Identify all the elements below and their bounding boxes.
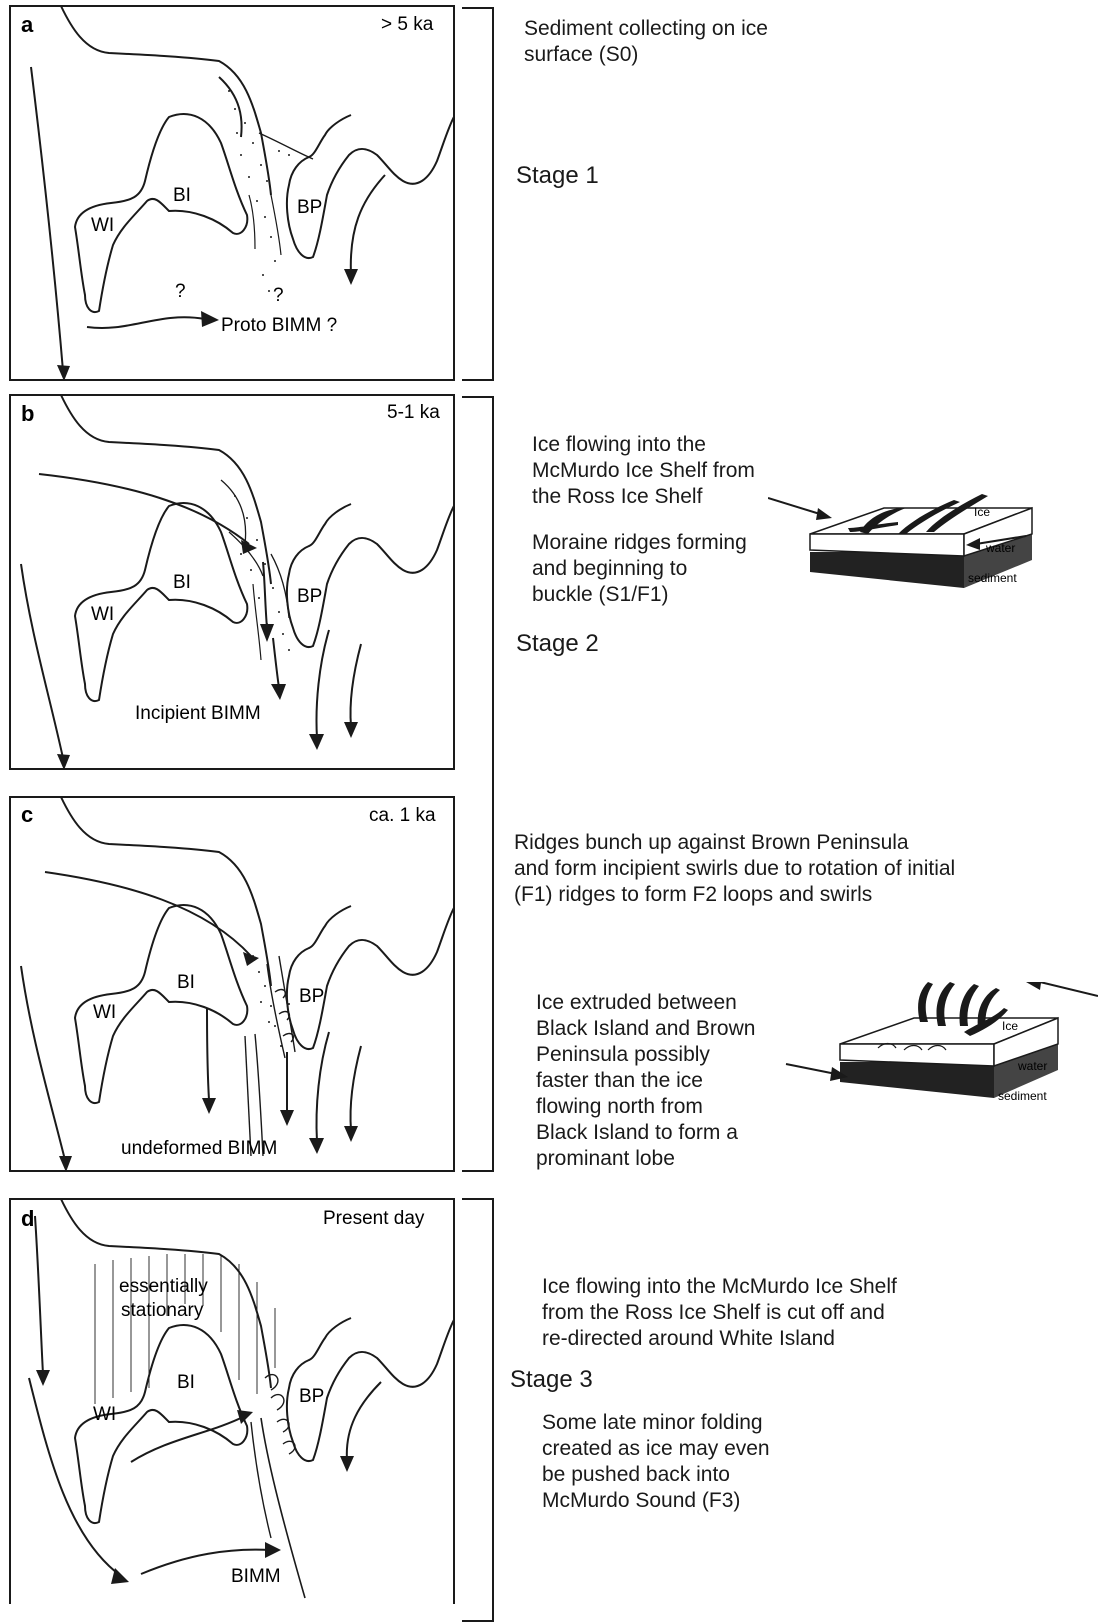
label-bi: BI [177, 1372, 195, 1393]
panel-c: c ca. 1 ka WI BI BP undeformed BIMM [9, 796, 455, 1172]
water-label: water [985, 541, 1015, 555]
label-bi: BI [177, 972, 195, 993]
flow-arrow [786, 1064, 836, 1074]
arrowhead [1026, 982, 1042, 990]
block-diagram-2: Ice water sediment [768, 982, 1098, 1132]
label-wi: WI [93, 1002, 116, 1023]
panel-b: b 5-1 ka WI BI BP Incipient BIMM [9, 394, 455, 770]
panel-a: a > 5 ka WI BI BP ? ? Proto BIMM ? [9, 5, 455, 381]
label-bp: BP [299, 1386, 324, 1407]
question-mark: ? [175, 281, 186, 302]
panel-letter: d [21, 1206, 34, 1231]
panel-letter: c [21, 802, 33, 827]
panel-caption: undeformed BIMM [121, 1138, 277, 1159]
stage-1-label: Stage 1 [516, 162, 599, 190]
panel-caption: Incipient BIMM [135, 703, 261, 724]
panel-caption: Proto BIMM ? [221, 315, 337, 336]
stage-3-label: Stage 3 [510, 1366, 593, 1394]
stage-2-label: Stage 2 [516, 630, 599, 658]
sediment-label: sediment [998, 1089, 1047, 1103]
note-late-folding: Some late minor folding created as ice m… [542, 1410, 770, 1514]
flow-arrow [768, 498, 820, 514]
note-ridges-bunch: Ridges bunch up against Brown Peninsula … [514, 830, 955, 908]
block-diagram-1: Ice water sediment [768, 494, 1068, 614]
question-mark: ? [273, 285, 284, 306]
bracket-stage-3 [462, 1198, 494, 1622]
panel-letter: a [21, 12, 34, 37]
note-sediment: Sediment collecting on ice surface (S0) [524, 16, 768, 68]
panel-letter: b [21, 401, 34, 426]
arrowhead [816, 508, 832, 520]
ice-label: Ice [974, 505, 990, 519]
ice-label: Ice [1002, 1019, 1018, 1033]
label-wi: WI [91, 215, 114, 236]
time-label: 5-1 ka [387, 402, 440, 423]
water-label: water [1017, 1059, 1047, 1073]
label-bp: BP [297, 586, 322, 607]
panel-d: d Present day essentially stationary WI … [9, 1198, 455, 1604]
label-bp: BP [297, 197, 322, 218]
time-label: > 5 ka [381, 14, 434, 35]
label-bi: BI [173, 572, 191, 593]
stationary-label-1: essentially [119, 1276, 208, 1297]
bracket-stage-2 [462, 396, 494, 1172]
sediment-label: sediment [968, 571, 1017, 585]
note-ice-flowing: Ice flowing into the McMurdo Ice Shelf f… [532, 432, 755, 510]
note-cut-off: Ice flowing into the McMurdo Ice Shelf f… [542, 1274, 897, 1352]
label-bi: BI [173, 185, 191, 206]
stationary-label-2: stationary [121, 1300, 204, 1321]
note-moraine-ridges: Moraine ridges forming and beginning to … [532, 530, 747, 608]
time-label: ca. 1 ka [369, 805, 436, 826]
time-label: Present day [323, 1208, 425, 1229]
bracket-stage-1 [462, 7, 494, 381]
label-wi: WI [93, 1404, 116, 1425]
sediment-layer [840, 1062, 994, 1098]
panel-caption: BIMM [231, 1566, 281, 1587]
label-bp: BP [299, 986, 324, 1007]
note-ice-extruded: Ice extruded between Black Island and Br… [536, 990, 755, 1172]
flow-arrow [1040, 982, 1098, 996]
label-wi: WI [91, 604, 114, 625]
sediment-layer [810, 552, 964, 588]
